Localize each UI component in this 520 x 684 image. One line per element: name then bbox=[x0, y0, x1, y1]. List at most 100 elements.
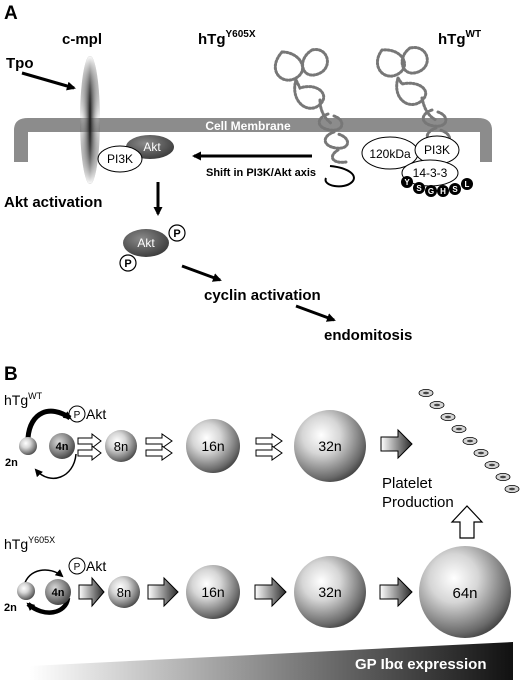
cell-membrane bbox=[14, 118, 492, 162]
cycle-arc-mut-bottom bbox=[26, 597, 71, 615]
tpo-arrow bbox=[21, 71, 76, 91]
cell-4n-wt-label: 4n bbox=[56, 441, 69, 453]
motif-bead bbox=[401, 176, 413, 188]
motif-bead bbox=[413, 182, 425, 194]
motif-bead bbox=[449, 183, 461, 195]
cell-32n-mut-label: 32n bbox=[318, 584, 341, 600]
platelet bbox=[418, 388, 434, 397]
cell-2n-wt-label: 2n bbox=[5, 457, 18, 469]
motif-letter: S bbox=[416, 184, 422, 193]
cyclin-arrow bbox=[181, 264, 222, 282]
shift-label: Shift in PI3K/Akt axis bbox=[206, 167, 316, 179]
block-arrow-wt-platelet bbox=[380, 428, 413, 460]
double-arrow-wt-3 bbox=[255, 433, 283, 461]
motif-letter: H bbox=[440, 187, 446, 196]
panel-b-label: B bbox=[4, 364, 18, 385]
pi3k-left-ellipse bbox=[97, 145, 143, 173]
endomitosis-arrow bbox=[295, 304, 336, 322]
panel-a-label: A bbox=[4, 3, 18, 24]
block-arrow-mut-2 bbox=[147, 576, 179, 608]
cell-64n-mut-label: 64n bbox=[452, 585, 477, 602]
akt-active-ellipse bbox=[123, 229, 169, 257]
block-arrow-mut-1 bbox=[78, 576, 105, 608]
phospho-circle-bottom bbox=[119, 254, 137, 272]
cell-4n-mut bbox=[45, 579, 71, 605]
cell-8n-mut bbox=[108, 576, 140, 608]
cycle-arc-wt-bottom bbox=[34, 453, 77, 480]
cell-32n-wt-label: 32n bbox=[318, 438, 341, 454]
cell-32n-wt bbox=[294, 410, 366, 482]
p1433-label: 14-3-3 bbox=[413, 166, 448, 180]
cell-32n-mut bbox=[294, 556, 366, 628]
motif-beads: Y S G H S L bbox=[401, 176, 473, 197]
motif-letter: S bbox=[452, 185, 458, 194]
cell-4n-wt bbox=[49, 433, 75, 459]
double-arrow-wt-2 bbox=[145, 433, 173, 461]
p120-label: 120kDa bbox=[369, 147, 411, 161]
block-arrow-mut-4 bbox=[379, 576, 413, 608]
motif-letter: G bbox=[428, 187, 434, 196]
cell-8n-mut-label: 8n bbox=[117, 585, 131, 600]
cell-2n-mut bbox=[17, 582, 35, 600]
block-arrow-mut-3 bbox=[254, 576, 287, 608]
cell-16n-wt-label: 16n bbox=[201, 438, 224, 454]
wt-row-label: hTgWT bbox=[4, 391, 43, 408]
cell-membrane-label: Cell Membrane bbox=[205, 119, 291, 133]
cell-2n-wt bbox=[19, 437, 37, 455]
phospho-circle-mut bbox=[68, 557, 86, 575]
platelet bbox=[451, 424, 467, 433]
cmpl-label: c-mpl bbox=[62, 31, 102, 48]
pi3k-left-label: PI3K bbox=[107, 152, 133, 166]
akt-active-label: Akt bbox=[137, 236, 155, 250]
cell-8n-wt bbox=[105, 430, 137, 462]
y605x-tail bbox=[324, 165, 355, 188]
htg-wt-chain bbox=[375, 46, 451, 146]
gp-expression-wedge bbox=[30, 642, 513, 680]
htg-y605x-chain bbox=[273, 48, 349, 164]
cycle-arc-wt-top bbox=[25, 408, 72, 439]
htg-wt-label: hTgWT bbox=[438, 29, 481, 48]
motif-bead bbox=[425, 185, 437, 197]
akt-membrane-label: Akt bbox=[143, 140, 161, 154]
cell-16n-mut bbox=[186, 565, 240, 619]
tpo-label: Tpo bbox=[6, 55, 34, 72]
phospho-circle-top bbox=[168, 224, 186, 242]
endomitosis-label: endomitosis bbox=[324, 327, 412, 344]
mut-row-label: hTgY605X bbox=[4, 535, 55, 552]
motif-bead bbox=[461, 178, 473, 190]
cell-8n-wt-label: 8n bbox=[114, 439, 128, 454]
motif-letter: Y bbox=[404, 178, 410, 187]
htg-y605x-label: hTgY605X bbox=[198, 29, 256, 48]
phospho-label-wt: P bbox=[74, 410, 81, 421]
gp-expression-label: GP Ibα expression bbox=[355, 656, 487, 673]
akt-label-mut: Akt bbox=[86, 558, 106, 574]
platelet-line-1: Platelet bbox=[382, 475, 433, 492]
cyclin-label: cyclin activation bbox=[204, 287, 321, 304]
platelets bbox=[418, 388, 520, 493]
cell-2n-mut-label: 2n bbox=[4, 602, 17, 614]
pi3k-right-label: PI3K bbox=[424, 143, 450, 157]
platelet bbox=[484, 460, 500, 469]
cell-16n-wt bbox=[186, 419, 240, 473]
phospho-label-mut: P bbox=[74, 562, 81, 573]
double-arrow-wt-1 bbox=[77, 432, 102, 462]
platelet bbox=[429, 400, 445, 409]
platelet bbox=[440, 412, 456, 421]
cell-64n-mut bbox=[419, 546, 511, 638]
cell-16n-mut-label: 16n bbox=[201, 584, 224, 600]
phospho-label-bottom: P bbox=[124, 258, 131, 270]
platelet bbox=[504, 484, 520, 493]
platelet bbox=[495, 472, 511, 481]
akt-label-wt: Akt bbox=[86, 406, 106, 422]
platelet bbox=[473, 448, 489, 457]
cmpl-receptor bbox=[80, 56, 100, 184]
platelet bbox=[462, 436, 478, 445]
cycle-arc-mut-top bbox=[23, 569, 64, 587]
motif-letter: L bbox=[465, 180, 470, 189]
cell-4n-mut-label: 4n bbox=[52, 587, 65, 599]
akt-activation-label: Akt activation bbox=[4, 194, 102, 211]
motif-bead bbox=[437, 185, 449, 197]
platelet-line-2: Production bbox=[382, 494, 454, 511]
phospho-label-top: P bbox=[173, 228, 180, 240]
